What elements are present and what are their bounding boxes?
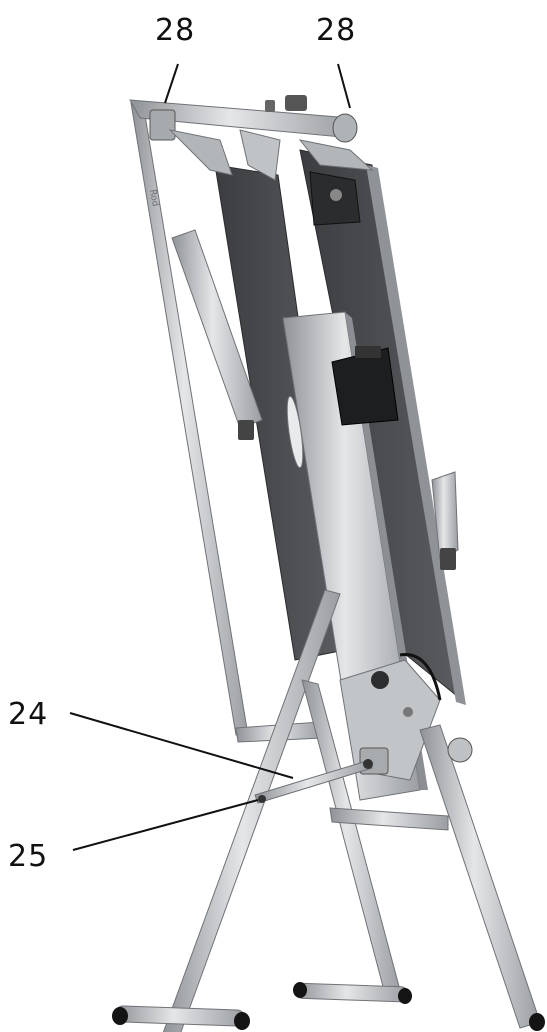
upper-motor-block [309, 171, 361, 226]
right-handle [431, 471, 459, 570]
leader-lines [69, 63, 351, 851]
rear-leg-right [329, 724, 541, 1029]
svg-text:Rod: Rod [147, 189, 160, 208]
top-knob-icon[interactable] [285, 95, 307, 111]
top-crossbar [129, 95, 374, 181]
leader-28-right [337, 63, 351, 109]
leader-24 [69, 712, 294, 779]
leader-28-left [164, 63, 179, 104]
callout-25: 25 [8, 839, 48, 874]
foot-right [529, 1013, 545, 1031]
arm-clamp-icon[interactable] [238, 420, 254, 440]
callout-24: 24 [8, 697, 48, 732]
tilted-arm [171, 229, 263, 440]
right-clamp-icon[interactable] [440, 548, 456, 570]
leader-25 [72, 799, 259, 851]
middle-motor [331, 346, 399, 426]
foot-left [112, 1005, 250, 1030]
callout-28-right: 28 [316, 13, 356, 48]
callout-28-left: 28 [155, 13, 195, 48]
foot-middle [293, 982, 412, 1004]
